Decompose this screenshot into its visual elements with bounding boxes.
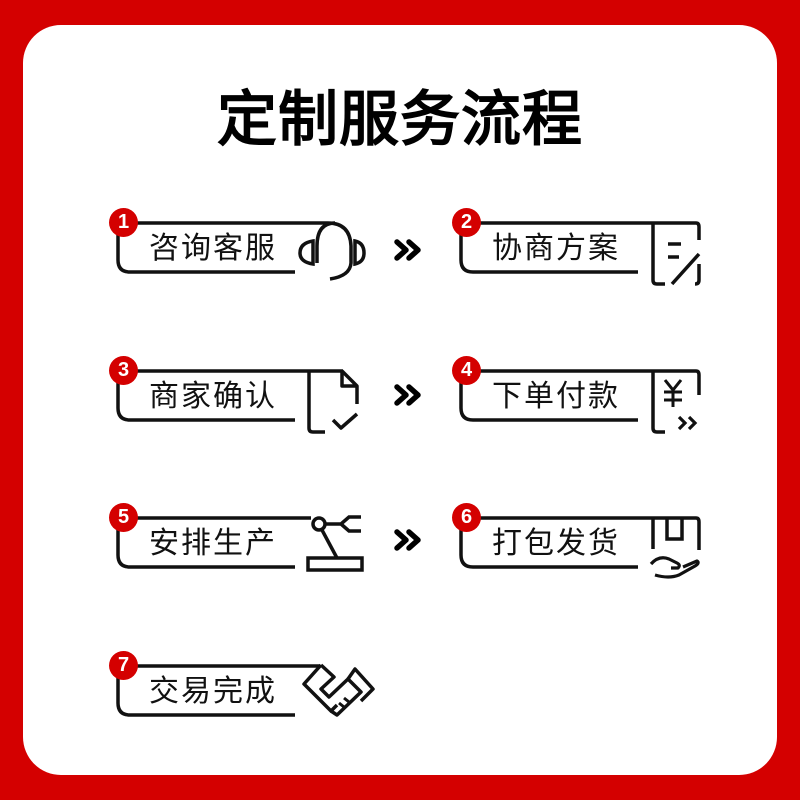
page-title: 定制服务流程: [217, 85, 583, 155]
next-arrow-icon: [394, 239, 421, 261]
step-frame: [459, 221, 701, 274]
step-7: 7 交易完成: [109, 651, 393, 755]
step-frame: [459, 369, 701, 422]
step-number-badge: 6: [452, 503, 481, 532]
step-label: 商家确认: [149, 379, 277, 414]
step-5: 5 安排生产: [109, 503, 393, 607]
document-edit-icon: [651, 223, 701, 286]
step-2: 2 协商方案: [452, 208, 736, 312]
step-3: 3 商家确认: [109, 356, 393, 460]
step-label: 咨询客服: [149, 231, 277, 266]
step-label: 交易完成: [149, 674, 277, 709]
step-label: 打包发货: [492, 526, 620, 561]
yuan-payment-icon: [651, 371, 698, 434]
headset-icon: [298, 221, 366, 281]
package-hand-icon: [649, 518, 700, 579]
step-number-badge: 5: [109, 503, 138, 532]
robotic-arm-icon: [306, 515, 364, 572]
document-check-icon: [307, 369, 359, 434]
step-number-badge: 2: [452, 208, 481, 237]
handshake-icon: [302, 663, 375, 717]
step-number-badge: 1: [109, 208, 138, 237]
step-frame: [116, 664, 320, 717]
step-6: 6 打包发货: [452, 503, 736, 607]
step-number-badge: 7: [109, 651, 138, 680]
next-arrow-icon: [394, 384, 421, 406]
step-number-badge: 4: [452, 356, 481, 385]
step-4: 4 下单付款: [452, 356, 736, 460]
next-arrow-icon: [394, 529, 421, 551]
step-label: 安排生产: [149, 526, 277, 561]
step-number-badge: 3: [109, 356, 138, 385]
step-label: 协商方案: [492, 231, 620, 266]
step-label: 下单付款: [492, 379, 620, 414]
step-frame: [459, 516, 701, 569]
step-frame: [116, 516, 311, 569]
step-1: 1 咨询客服: [109, 208, 393, 312]
step-frame: [116, 221, 328, 274]
